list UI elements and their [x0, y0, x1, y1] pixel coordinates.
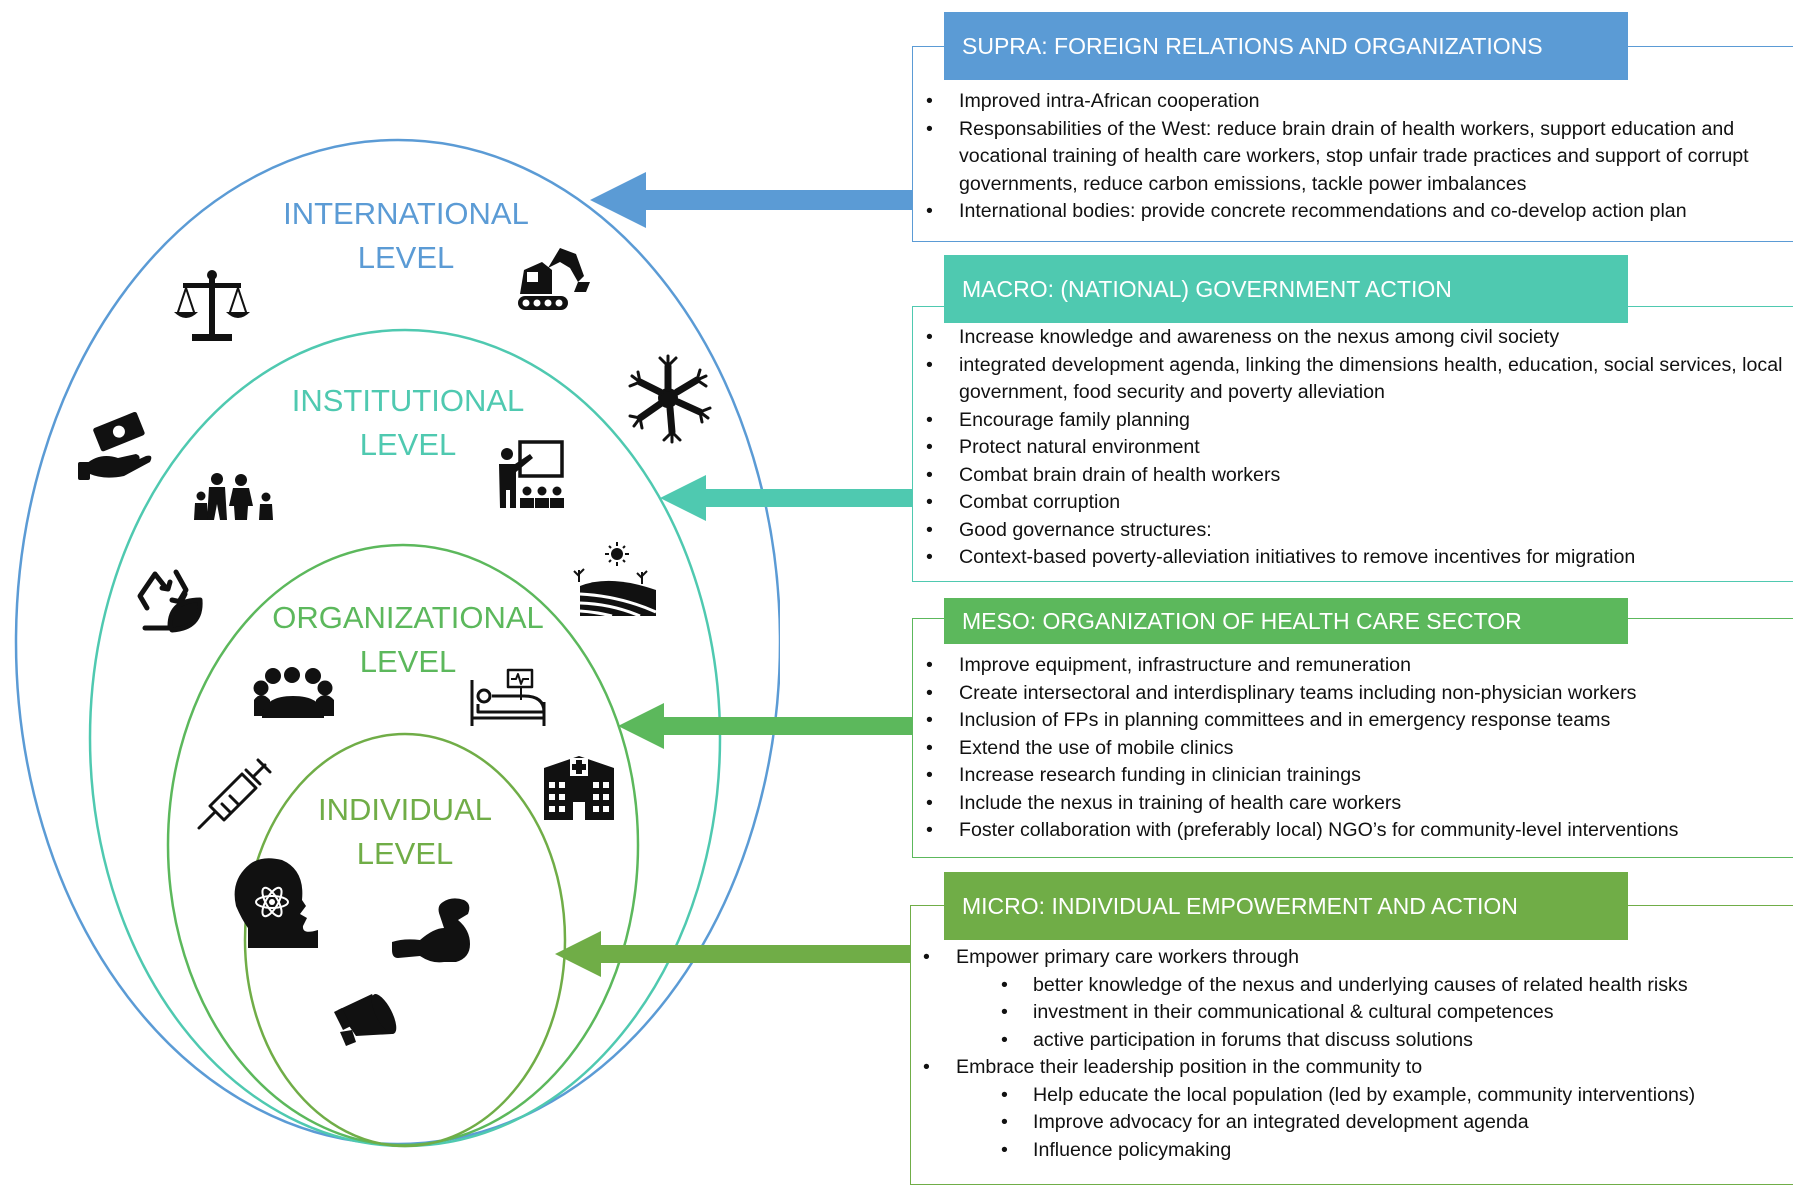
micro-arrow — [555, 931, 913, 977]
list-item: Good governance structures: — [926, 517, 1793, 545]
international-level-label-line2: LEVEL — [358, 240, 455, 275]
institutional-level-label-line2: LEVEL — [360, 427, 457, 462]
macro-arrow — [660, 475, 915, 521]
macro-box-list: Increase knowledge and awareness on the … — [926, 324, 1793, 572]
hospital-bed-icon — [470, 668, 546, 726]
meso-box-list: Improve equipment, infrastructure and re… — [926, 652, 1793, 845]
list-subitem: active participation in forums that disc… — [923, 1027, 1793, 1055]
hands-circle-icon — [628, 354, 712, 444]
list-item: Increase research funding in clinician t… — [926, 762, 1793, 790]
list-item: Combat brain drain of health workers — [926, 462, 1793, 490]
list-item: International bodies: provide concrete r… — [926, 198, 1793, 226]
list-subitem: Help educate the local population (led b… — [923, 1082, 1793, 1110]
list-item: Improved intra-African cooperation — [926, 88, 1793, 116]
supra-arrow — [590, 172, 915, 228]
list-item: Include the nexus in training of health … — [926, 790, 1793, 818]
list-subitem: investment in their communicational & cu… — [923, 999, 1793, 1027]
organizational-level-label-line1: ORGANIZATIONAL — [272, 600, 544, 635]
micro-box-title: MICRO: INDIVIDUAL EMPOWERMENT AND ACTION — [944, 872, 1628, 940]
macro-box-title: MACRO: (NATIONAL) GOVERNMENT ACTION — [944, 255, 1628, 323]
recycle-leaf-icon — [137, 569, 203, 633]
farmland-icon — [573, 542, 657, 618]
list-item: integrated development agenda, linking t… — [926, 352, 1793, 407]
list-subitem: better knowledge of the nexus and underl… — [923, 972, 1793, 1000]
list-subitem: Improve advocacy for an integrated devel… — [923, 1109, 1793, 1137]
meso-box-title: MESO: ORGANIZATION OF HEALTH CARE SECTOR — [944, 598, 1628, 644]
money-hand-icon — [78, 411, 152, 480]
list-item: Embrace their leadership position in the… — [923, 1054, 1793, 1082]
meso-arrow — [618, 703, 915, 749]
syringe-icon — [197, 758, 272, 830]
excavator-icon — [518, 248, 590, 310]
brain-head-icon — [234, 858, 318, 948]
list-item: Increase knowledge and awareness on the … — [926, 324, 1793, 352]
international-level-label-line1: INTERNATIONAL — [283, 196, 529, 231]
individual-level-ellipse — [243, 732, 567, 1148]
micro-box-list: Empower primary care workers through bet… — [923, 944, 1793, 1164]
supra-box-title: SUPRA: FOREIGN RELATIONS AND ORGANIZATIO… — [944, 12, 1628, 80]
individual-level-label-line1: INDIVIDUAL — [318, 792, 492, 827]
list-item: Empower primary care workers through — [923, 944, 1793, 972]
list-item: Extend the use of mobile clinics — [926, 735, 1793, 763]
list-item: Encourage family planning — [926, 407, 1793, 435]
supra-box-list: Improved intra-African cooperation Respo… — [926, 88, 1793, 226]
list-item: Inclusion of FPs in planning committees … — [926, 707, 1793, 735]
hospital-building-icon — [544, 756, 614, 820]
individual-level-label-line2: LEVEL — [357, 836, 454, 871]
list-item: Combat corruption — [926, 489, 1793, 517]
scales-icon — [174, 270, 250, 341]
organizational-level-label-line2: LEVEL — [360, 644, 457, 679]
list-subitem: Influence policymaking — [923, 1137, 1793, 1165]
list-item: Foster collaboration with (preferably lo… — [926, 817, 1793, 845]
list-item: Protect natural environment — [926, 434, 1793, 462]
list-item: Context-based poverty-alleviation initia… — [926, 544, 1793, 572]
list-item: Responsabilities of the West: reduce bra… — [926, 116, 1793, 199]
meeting-group-icon — [253, 667, 334, 718]
list-item: Create intersectoral and interdisplinary… — [926, 680, 1793, 708]
teacher-icon — [499, 440, 564, 508]
institutional-level-label-line1: INSTITUTIONAL — [292, 383, 525, 418]
international-level-ellipse — [14, 138, 780, 1146]
list-item: Improve equipment, infrastructure and re… — [926, 652, 1793, 680]
megaphone-icon — [334, 994, 397, 1046]
muscle-arm-icon — [392, 898, 470, 963]
family-icon — [194, 473, 273, 520]
nested-levels-diagram: INTERNATIONAL LEVEL INSTITUTIONAL LEVEL … — [14, 138, 780, 1148]
